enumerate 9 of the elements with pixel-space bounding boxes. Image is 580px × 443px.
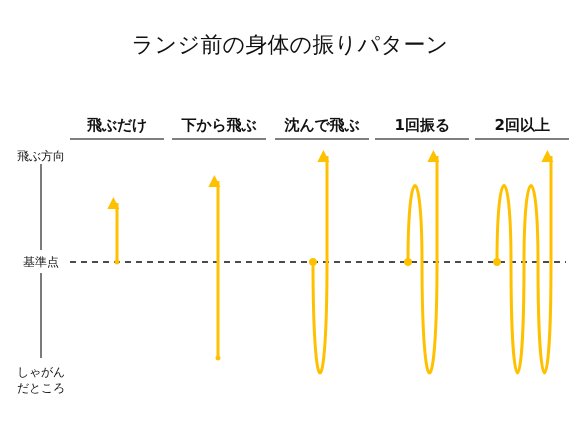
axis-label: 飛ぶ方向 xyxy=(17,148,65,165)
column-heading: 飛ぶだけ xyxy=(87,116,147,135)
column-heading: 1回振る xyxy=(394,116,450,135)
axis-label: しゃがんだところ xyxy=(16,364,66,396)
title: ランジ前の身体の振りパターン xyxy=(132,32,448,60)
column-heading: 沈んで飛ぶ xyxy=(284,116,360,135)
axis-label: 基準点 xyxy=(23,254,59,271)
column-heading: 下から飛ぶ xyxy=(182,116,256,135)
column-heading: 2回以上 xyxy=(494,116,550,135)
